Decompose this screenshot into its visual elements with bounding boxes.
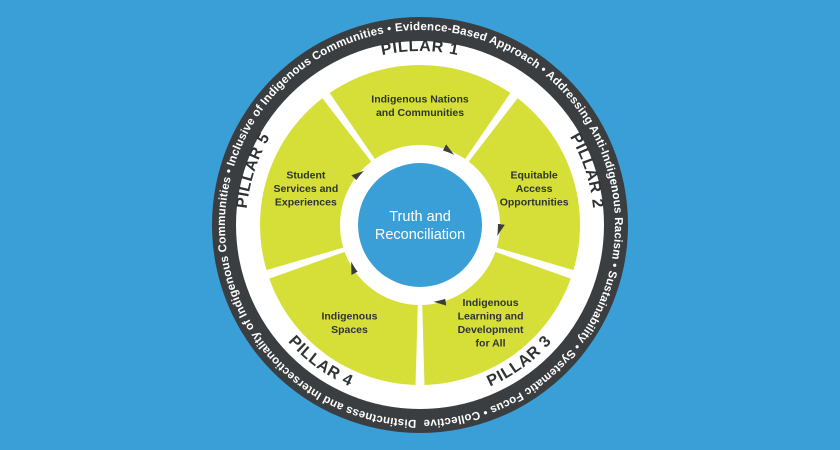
pillar-1-description-line: Indigenous Nations [371,93,469,105]
pillar-2-description-line: Access [516,183,553,195]
pillar-5-description-line: Experiences [275,196,337,208]
pillar-5-description-line: Student [286,169,326,181]
pillar-1-segment [329,65,511,159]
pillar-3-description-line: Learning and [458,310,524,322]
pillar-5-description-line: Services and [273,183,338,195]
pillar-descriptions: Indigenous Nations and CommunitiesEquitab… [273,93,568,349]
pillar-4-description-line: Indigenous [321,310,377,322]
pillar-2-description-line: Opportunities [500,196,569,208]
center-line-2: Reconciliation [375,227,465,243]
pillar-3-description-line: Indigenous [463,297,519,309]
pillar-4-description-line: Spaces [331,324,368,336]
pillar-segments [260,65,580,385]
pillar-2-description-line: Equitable [510,169,557,181]
pillar-4-segment [269,251,418,385]
pillar-1-description-line: and Communities [376,107,464,119]
pillar-3-description-line: for All [476,337,506,349]
pillar-3-description-line: Development [458,324,524,336]
pillar-2-segment [468,98,580,271]
center-circle [358,163,482,287]
pillar-1-label: PILLAR 1 [380,38,461,59]
pillar-5-segment [260,98,372,271]
pillar-1-description: Indigenous Nations and Communities [371,93,469,119]
pillar-3-segment [422,251,571,385]
center-line-1: Truth and [389,209,451,225]
